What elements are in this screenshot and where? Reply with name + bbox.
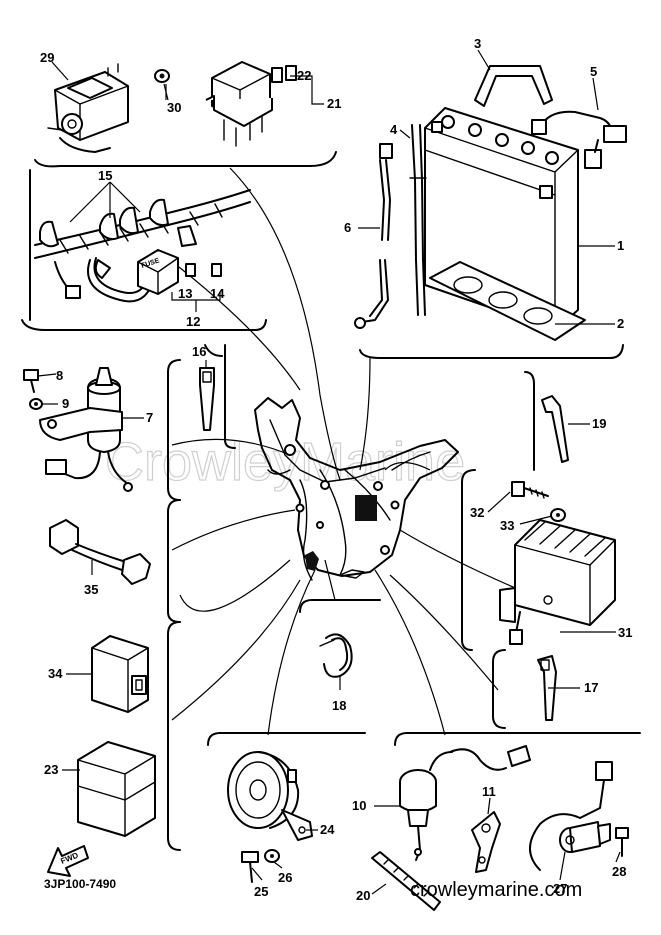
callout-16: 16 [192,344,206,359]
callout-15: 15 [98,168,112,183]
rectifier-31 [499,519,616,645]
fuse-box-12: FUSE [137,249,179,295]
callout-19: 19 [592,416,606,431]
washer-9 [29,398,43,410]
cable-tie-16 [199,367,215,431]
callout-32: 32 [470,505,484,520]
site-watermark: crowleymarine.com [410,879,582,901]
callout-3: 3 [474,36,481,51]
fuse-22 [271,65,297,83]
callout-34: 34 [48,666,63,681]
bolt-25 [241,851,259,883]
callout-28: 28 [612,864,626,879]
callout-31: 31 [618,625,632,640]
callout-8: 8 [56,368,63,383]
fuse-14 [211,263,222,277]
horn-24 [227,751,313,841]
callout-5: 5 [590,64,597,79]
callout-14: 14 [210,286,225,301]
callout-33: 33 [500,518,514,533]
callout-2: 2 [617,316,624,331]
diagram-code: 3JP100-7490 [44,877,116,891]
battery-cable-6 [354,143,393,329]
relay-23 [77,741,156,837]
callout-6: 6 [344,220,351,235]
breather-pipe-4 [409,124,427,316]
band-20 [371,851,441,911]
callout-29: 29 [40,50,54,65]
callout-20: 20 [356,888,370,903]
callout-7: 7 [146,410,153,425]
callout-24: 24 [320,822,335,837]
washer-26 [264,849,280,863]
nut-30 [154,69,170,83]
callout-18: 18 [332,698,346,713]
callout-1: 1 [617,238,624,253]
callout-30: 30 [167,100,181,115]
callout-4: 4 [390,122,398,137]
lead-assembly-top [429,745,531,771]
frame-harness-assembly [254,397,459,581]
screw-28 [615,827,629,857]
relay-assembly-29 [47,63,129,153]
callout-35: 35 [84,582,98,597]
lead-35 [49,519,151,585]
callout-26: 26 [278,870,292,885]
harness-leader-lines [169,167,521,736]
cable-tie-17 [537,655,557,721]
callout-21: 21 [327,96,341,111]
callout-25: 25 [254,884,268,899]
nut-33 [550,508,566,522]
battery-lead-5 [531,110,627,169]
main-switch-7 [39,367,133,492]
callout-leaders [37,49,621,895]
group-outlines [21,151,641,851]
callout-17: 17 [584,680,598,695]
battery-band-3 [474,65,553,107]
screw-8 [23,369,39,393]
bracket-11 [471,811,501,873]
fuse-13 [185,263,196,277]
callout-13: 13 [178,286,192,301]
watermark: CrowleyMarine [105,432,465,492]
clamp-18 [319,633,353,678]
relay-34 [91,635,149,713]
callout-12: 12 [186,314,200,329]
callout-11: 11 [482,784,496,799]
battery-pad-2 [429,261,586,341]
switch-10 [399,769,437,861]
callout-10: 10 [352,798,366,813]
bolt-32 [511,481,549,499]
wire-harness-clamps-15 [34,189,251,303]
callout-labels: 29 30 22 21 3 5 4 6 1 2 15 13 14 12 8 9 … [40,36,632,903]
cable-tie-19 [541,395,569,463]
sensor-27 [529,761,613,871]
fwd-arrow: FWD [47,845,89,877]
callout-22: 22 [297,68,311,83]
callout-9: 9 [62,396,69,411]
callout-23: 23 [44,762,58,777]
callout-27: 27 [553,881,567,896]
relay-21 [205,61,273,147]
